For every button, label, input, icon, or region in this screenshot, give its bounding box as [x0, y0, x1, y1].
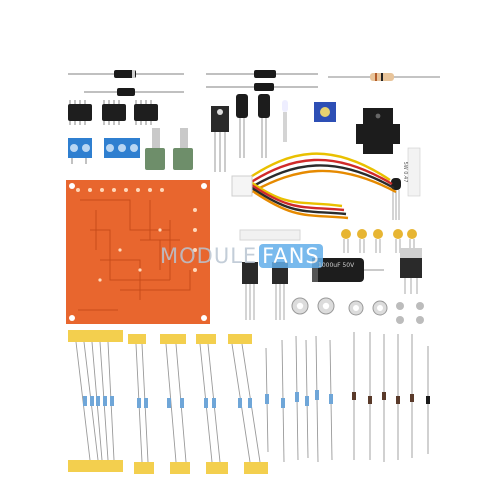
svg-text:5W 0.47: 5W 0.47 — [402, 162, 408, 183]
led-white — [282, 100, 288, 142]
diode-top-left-2 — [84, 88, 184, 96]
transistor-to92 — [391, 178, 401, 220]
connector-header — [231, 175, 301, 241]
power-transistor-pair — [242, 262, 288, 320]
small-capacitor-pair — [236, 94, 270, 158]
diode-top-mid-2 — [206, 83, 318, 91]
screw-terminal-3pin — [104, 138, 140, 158]
loose-diodes — [352, 332, 430, 462]
ceramic-resistor: 5W 0.47 — [402, 147, 421, 197]
heatsink — [356, 108, 400, 154]
loose-resistor-bodies — [265, 390, 333, 408]
ceramic-capacitors — [341, 229, 417, 253]
ic-chip-3 — [134, 100, 158, 125]
resistor-top-right — [328, 73, 440, 81]
potentiometer-1 — [145, 128, 165, 170]
diode-top-left — [68, 70, 184, 78]
pcb-board — [66, 180, 210, 324]
large-electrolytic-capacitor — [312, 258, 384, 282]
ic-chip-2 — [102, 100, 126, 125]
diode-top-mid — [206, 70, 318, 78]
potentiometer-2 — [173, 128, 193, 170]
capacitor-label: 1000uF 50V — [318, 262, 355, 269]
wire-harness — [245, 152, 397, 220]
trimmer-potentiometer — [314, 102, 336, 122]
voltage-regulator — [400, 248, 422, 294]
power-transistor-tall — [211, 106, 229, 172]
screw-terminal-2pin — [68, 138, 92, 164]
watermark-part1: MODULE — [160, 244, 258, 268]
ic-chip-1 — [68, 100, 92, 125]
washers-and-nuts — [291, 297, 424, 324]
taped-resistors — [68, 330, 268, 474]
watermark-part2: FANS — [259, 244, 323, 268]
